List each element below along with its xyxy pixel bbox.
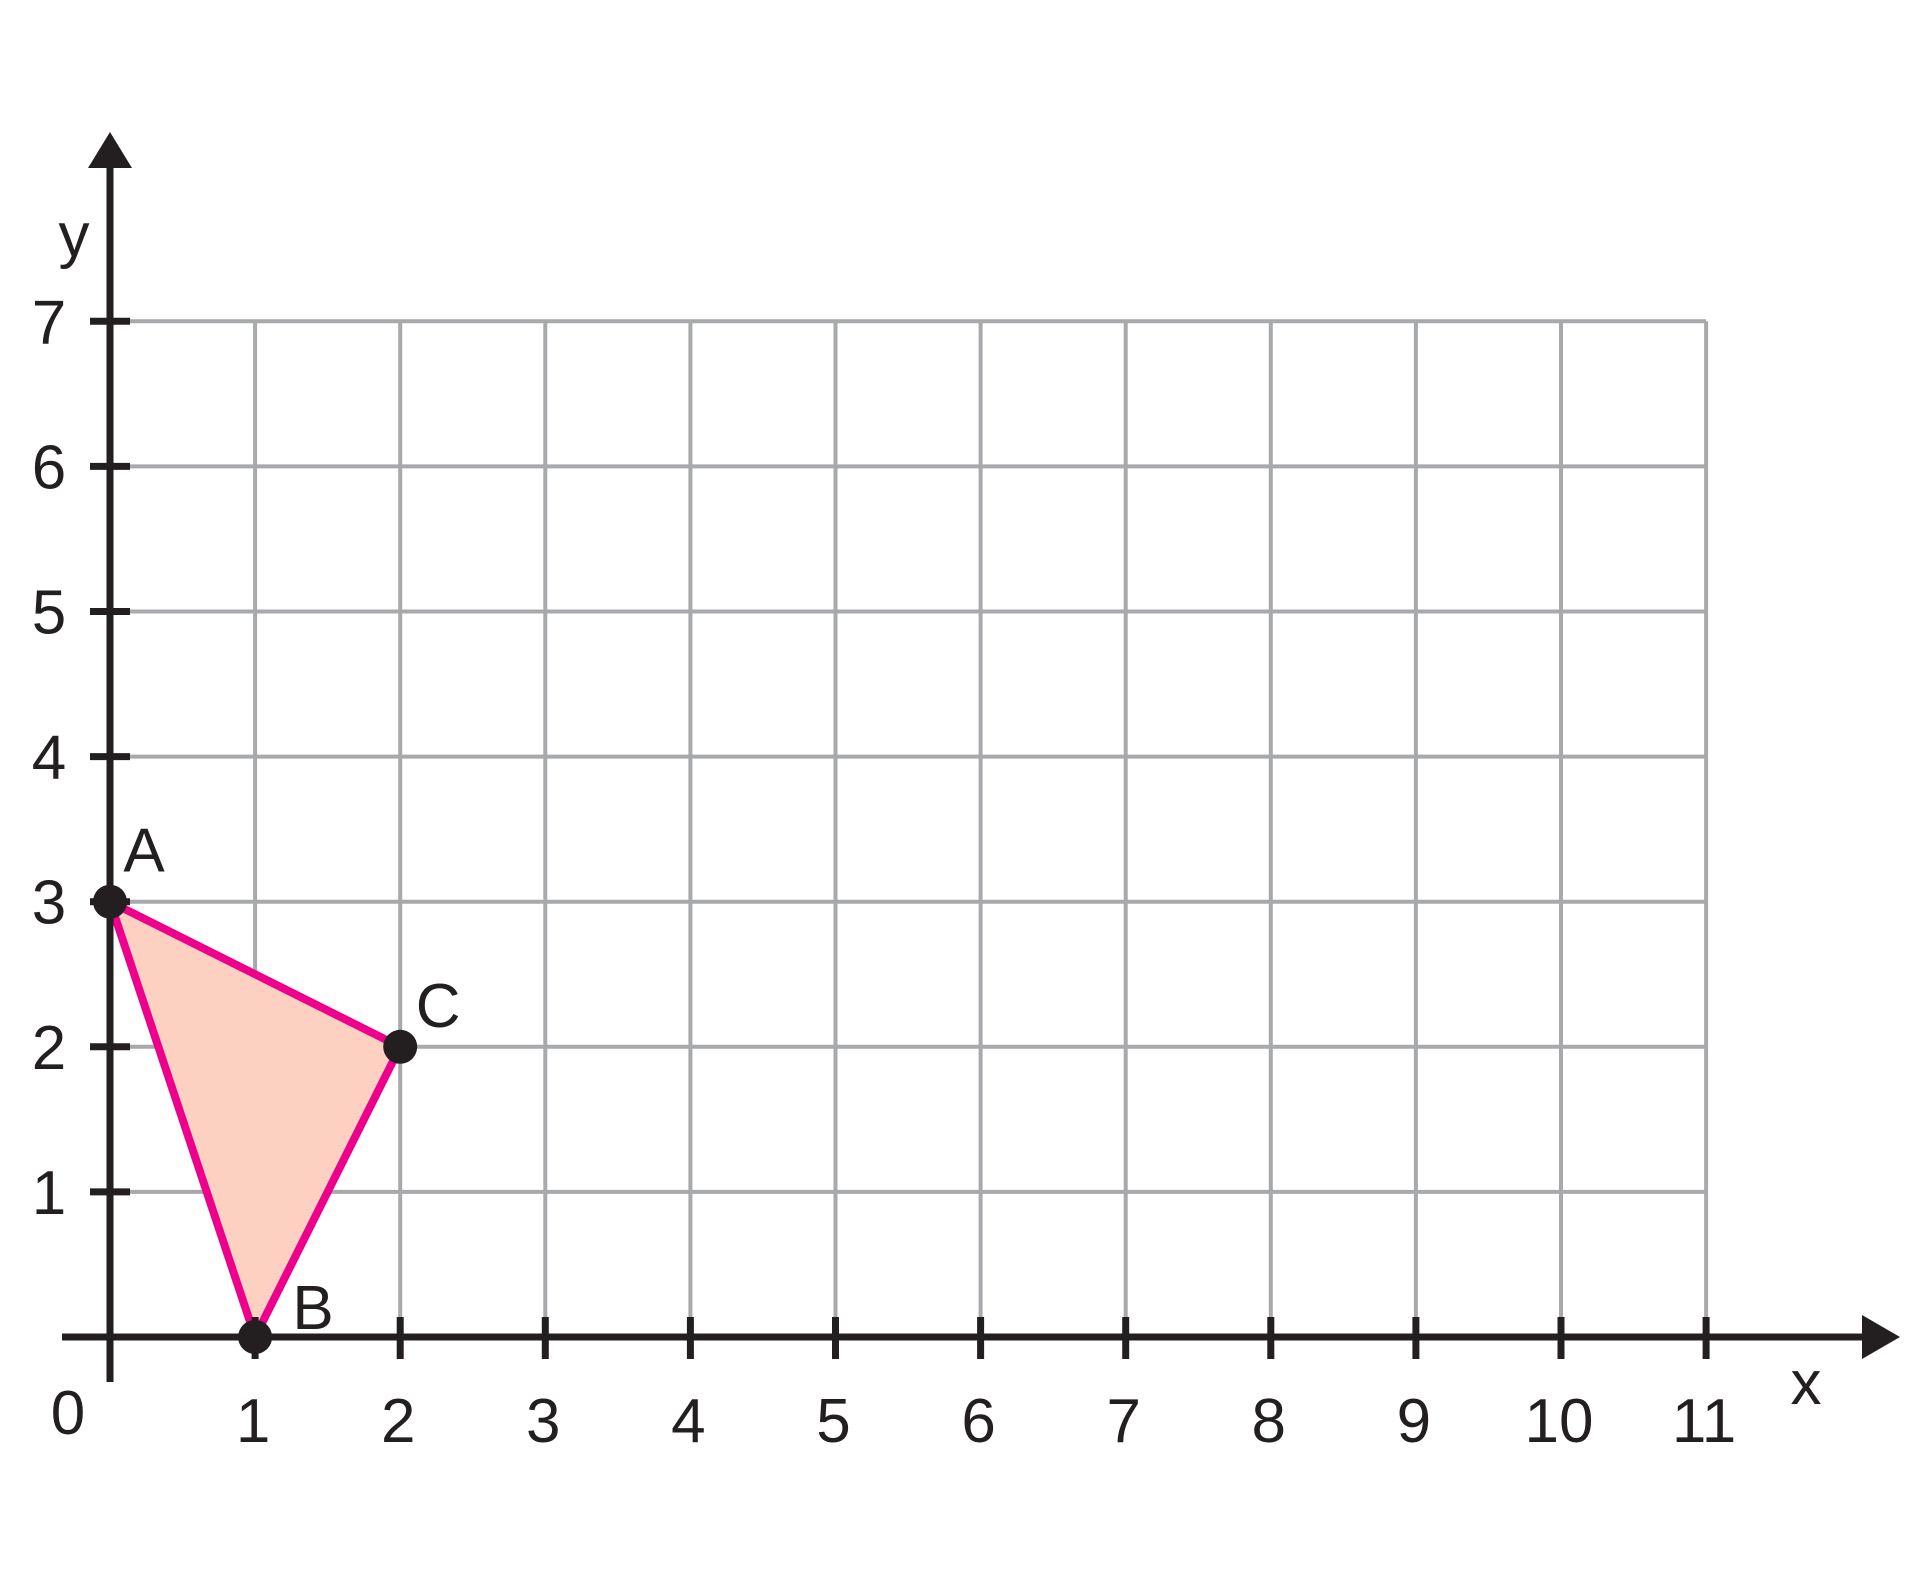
y-axis-arrow <box>88 132 132 168</box>
vertex-b-dot <box>238 1320 273 1354</box>
origin-label: 0 <box>51 1379 85 1448</box>
tick-marks <box>90 317 1710 1359</box>
x-axis-arrow <box>1862 1315 1900 1359</box>
triangle-shape <box>103 893 406 1348</box>
vertices: A B C <box>93 817 461 1354</box>
x-tick-label: 7 <box>1106 1387 1140 1456</box>
grid <box>110 319 1709 1337</box>
y-tick-label: 5 <box>32 579 66 648</box>
x-tick-label: 6 <box>961 1387 995 1456</box>
y-tick-label: 6 <box>32 433 66 502</box>
x-tick-label: 2 <box>381 1387 415 1456</box>
vertex-b-label: B <box>292 1274 333 1343</box>
axes <box>62 132 1900 1382</box>
x-tick-label: 4 <box>671 1387 705 1456</box>
y-tick-label: 3 <box>32 869 66 938</box>
vertex-a-label: A <box>123 817 165 886</box>
x-tick-label: 11 <box>1672 1387 1736 1456</box>
x-tick-label: 10 <box>1525 1387 1594 1456</box>
vertex-a-dot <box>93 884 127 919</box>
triangle-abc <box>103 893 406 1348</box>
y-tick-label: 2 <box>32 1014 66 1083</box>
y-axis-label: y <box>59 201 90 270</box>
x-tick-label: 8 <box>1252 1387 1286 1456</box>
y-tick-label: 1 <box>32 1159 66 1228</box>
x-tick-label: 5 <box>816 1387 850 1456</box>
x-tick-label: 9 <box>1397 1387 1431 1456</box>
vertex-c-dot <box>383 1029 418 1064</box>
x-tick-label: 1 <box>236 1387 270 1456</box>
y-tick-label: 4 <box>32 724 66 793</box>
x-tick-label: 3 <box>526 1387 560 1456</box>
x-axis-label: x <box>1791 1349 1822 1418</box>
vertex-c-label: C <box>416 972 461 1041</box>
y-tick-label: 7 <box>32 288 66 357</box>
